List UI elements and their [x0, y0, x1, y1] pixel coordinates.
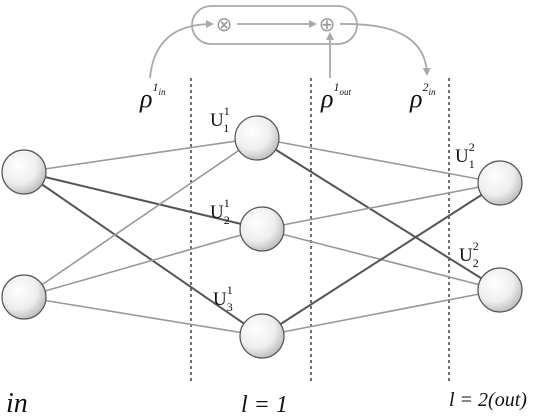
feedback-arrow-in: [149, 20, 214, 79]
node-in2: [1, 274, 47, 320]
edge-in1-h1: [23, 137, 258, 173]
add-operator-icon: ⊕: [319, 12, 336, 36]
edge-h2-o1: [261, 182, 501, 230]
edges: [23, 137, 501, 337]
edge-h1-o1: [256, 137, 501, 184]
node-h1: [234, 115, 280, 161]
nodes: [1, 115, 523, 359]
edge-in2-h2: [23, 228, 263, 298]
edge-in1-h3: [23, 171, 263, 337]
node-h3: [239, 313, 285, 359]
node-o1: [477, 160, 523, 206]
rho-in-2-label: ρ2in: [409, 80, 436, 113]
layer-separators: [190, 78, 450, 382]
rho-in-1-label: ρ1in: [139, 80, 166, 113]
edge-in1-h2: [23, 171, 263, 230]
multiply-operator-icon: ⊗: [216, 12, 233, 36]
node-o2: [477, 267, 523, 313]
feedback-arrow-out: [339, 23, 431, 76]
edge-in2-h1: [23, 137, 258, 298]
layer-label-hidden: l = 1: [241, 392, 288, 416]
edge-h1-o2: [256, 137, 501, 291]
rho-out-1-label: ρ1out: [320, 80, 351, 113]
feedback-loop: ⊗ ⊕: [149, 5, 431, 79]
edge-h3-o2: [261, 289, 501, 337]
layer-labels: in l = 1 l = 2(out): [6, 388, 527, 416]
node-in1: [1, 149, 47, 195]
layer-label-input: in: [6, 388, 28, 416]
layer-label-output: l = 2(out): [449, 389, 527, 411]
node-h2: [239, 206, 285, 252]
edge-h3-o1: [261, 182, 501, 337]
edge-in2-h3: [23, 296, 263, 337]
rho-labels: ρ1in ρ1out ρ2in: [139, 80, 436, 113]
